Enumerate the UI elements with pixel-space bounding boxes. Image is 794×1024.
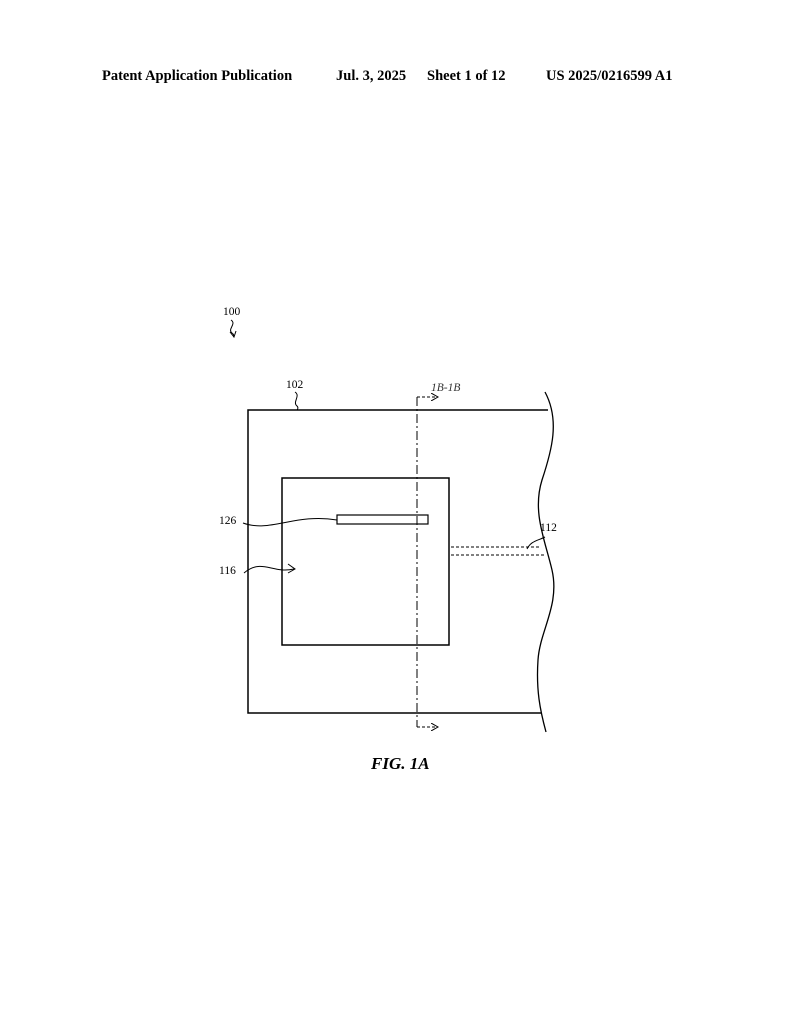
break-line	[536, 391, 555, 733]
publication-number: US 2025/0216599 A1	[546, 68, 673, 84]
publication-date: Jul. 3, 2025	[336, 68, 407, 84]
label-126: 126	[219, 515, 237, 527]
label-116: 116	[219, 565, 236, 577]
label-100: 100	[223, 306, 241, 318]
label-102: 102	[286, 379, 304, 391]
leader-102	[294, 391, 299, 411]
leader-112	[526, 536, 546, 550]
publication-title: Patent Application Publication	[102, 68, 293, 84]
sheet-number: Sheet 1 of 12	[427, 68, 506, 84]
element-126	[336, 514, 429, 525]
region-116	[281, 477, 450, 646]
label-112: 112	[540, 522, 557, 534]
arrow-head-116	[287, 563, 296, 574]
page-header: Patent Application Publication Jul. 3, 2…	[0, 68, 794, 88]
section-label: 1B-1B	[431, 382, 460, 394]
figure-caption: FIG. 1A	[370, 754, 430, 773]
substrate-outline	[247, 409, 548, 714]
leader-126	[242, 518, 338, 527]
arrow-head-100	[229, 330, 237, 339]
leader-116	[243, 565, 295, 574]
